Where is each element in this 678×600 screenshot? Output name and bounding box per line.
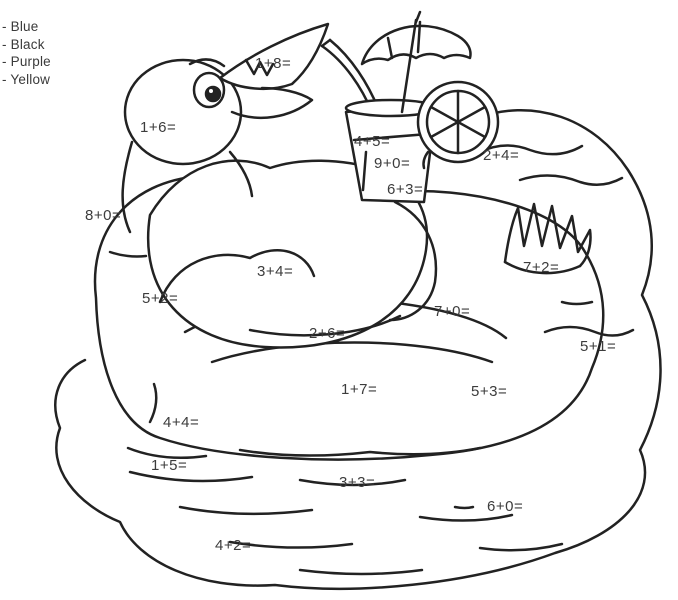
math-problem: 3+3=: [339, 474, 376, 491]
math-problem: 4+5=: [354, 133, 391, 150]
beak-scribble: [244, 58, 275, 77]
tail-feathers: [503, 202, 592, 275]
duck-head: [121, 58, 254, 234]
water-outline: [54, 108, 662, 590]
math-problem: 7+0=: [434, 303, 471, 320]
legend-item-black: - Black: [2, 36, 45, 52]
liquid-line: [352, 132, 430, 142]
duck-eye-glint: [209, 89, 213, 93]
duck-wing-right: [388, 200, 438, 322]
duck-neck-left: [121, 140, 134, 234]
duck-neck-right: [228, 150, 254, 198]
water-squiggle-top-right-2: [518, 174, 624, 186]
math-problem: 1+6=: [140, 119, 177, 136]
water-squiggle-top-right: [478, 144, 584, 156]
umbrella-tip: [414, 10, 422, 24]
duck-beak: [218, 22, 330, 119]
duck-body: [146, 159, 438, 349]
math-problem: 2+4=: [483, 147, 520, 164]
math-problem: 5+3=: [471, 383, 508, 400]
math-problem: 8+0=: [85, 207, 122, 224]
math-problem: 5+2=: [142, 290, 179, 307]
math-problem: 4+4=: [163, 414, 200, 431]
duck-belly-line: [248, 314, 402, 337]
math-problem: 3+4=: [257, 263, 294, 280]
math-problem: 4+2=: [215, 537, 252, 554]
cocktail-glass: [344, 98, 438, 204]
math-problem: 5+1=: [580, 338, 617, 355]
legend-item-blue: - Blue: [2, 19, 39, 34]
math-problem: 1+5=: [151, 457, 188, 474]
umbrella-rib-1: [386, 36, 394, 60]
lemon-slice: [416, 80, 500, 170]
math-problem: 6+3=: [387, 181, 424, 198]
math-problem: 1+8=: [255, 55, 292, 72]
lemon-stem: [422, 150, 430, 170]
umbrella-rib-2: [416, 20, 422, 54]
math-problem: 6+0=: [487, 498, 524, 515]
tube-segment-bottom: [148, 382, 158, 424]
umbrella: [360, 10, 472, 114]
duck-wing-left: [158, 249, 316, 304]
math-problem: 2+6=: [309, 325, 346, 342]
legend-item-yellow: - Yellow: [2, 71, 51, 87]
math-problem: 7+2=: [523, 259, 560, 276]
tube-segment-right: [560, 300, 594, 306]
duck-eyebrow: [188, 58, 226, 68]
math-problem: 1+7=: [341, 381, 378, 398]
umbrella-pole: [400, 18, 418, 114]
tube-segment-left: [108, 250, 148, 258]
math-problem: 9+0=: [374, 155, 411, 172]
tube-crease: [210, 341, 494, 364]
water-ripples: [126, 325, 635, 576]
color-legend: - Blue - Black - Purple - Yellow: [2, 18, 51, 88]
glass-shine: [361, 150, 368, 192]
legend-item-purple: - Purple: [2, 54, 51, 69]
duck-pupil: [204, 85, 222, 103]
